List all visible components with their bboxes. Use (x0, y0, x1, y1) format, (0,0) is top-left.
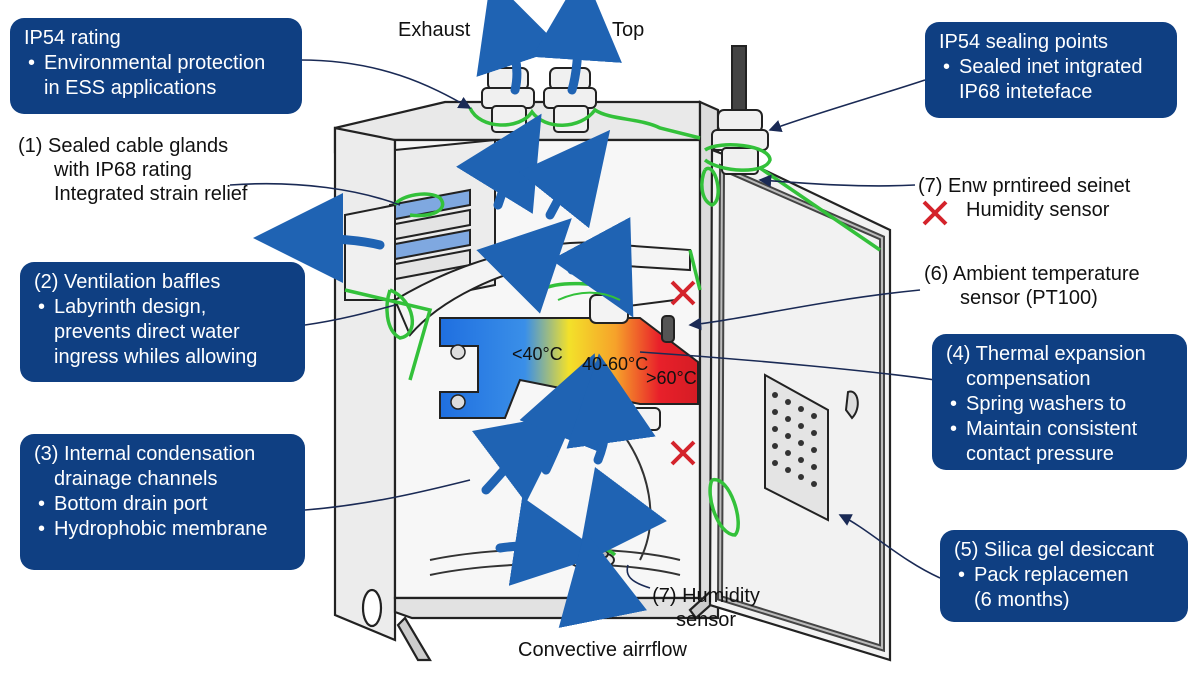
thermal-expansion-callout: (4) Thermal expansion compensation Sprin… (932, 334, 1187, 470)
silica-gel-callout: (5) Silica gel desiccant Pack replacemen… (940, 530, 1188, 622)
leader-lines (229, 59, 941, 589)
temp-hot-label: >60°C (646, 368, 697, 388)
humidity-sensor-bottom-label: (7) Humidity sensor (652, 585, 760, 631)
enw-sensor-callout: (7) Enw prntireed seinet Humidity sensor (918, 175, 1131, 221)
temp-mid-label: 40-60°C (582, 354, 649, 374)
temp-cold-label: <40°C (512, 344, 563, 364)
humidity-sensor-cross-icons (670, 200, 948, 466)
ambient-temperature-callout: (6) Ambient temperature sensor (PT100) (924, 263, 1140, 309)
airflow-arrows (253, 0, 668, 628)
exhaust-label: Exhaust (398, 19, 471, 41)
ip54-rating-callout: IP54 rating Environmental protection in … (10, 18, 302, 114)
convective-airflow-label: Convective airrflow (518, 639, 687, 661)
top-label: Top (612, 19, 645, 41)
condensation-drainage-callout: (3) Internal condensation drainage chann… (20, 434, 305, 570)
ventilation-baffles-callout: (2) Ventilation baffles Labyrinth design… (20, 262, 305, 382)
ip54-sealing-points-callout: IP54 sealing points Sealed inet intgrate… (925, 22, 1177, 118)
airflow-thin-arcs (557, 291, 621, 301)
cable-glands-callout: (1) Sealed cable glands with IP68 rating… (18, 135, 248, 205)
